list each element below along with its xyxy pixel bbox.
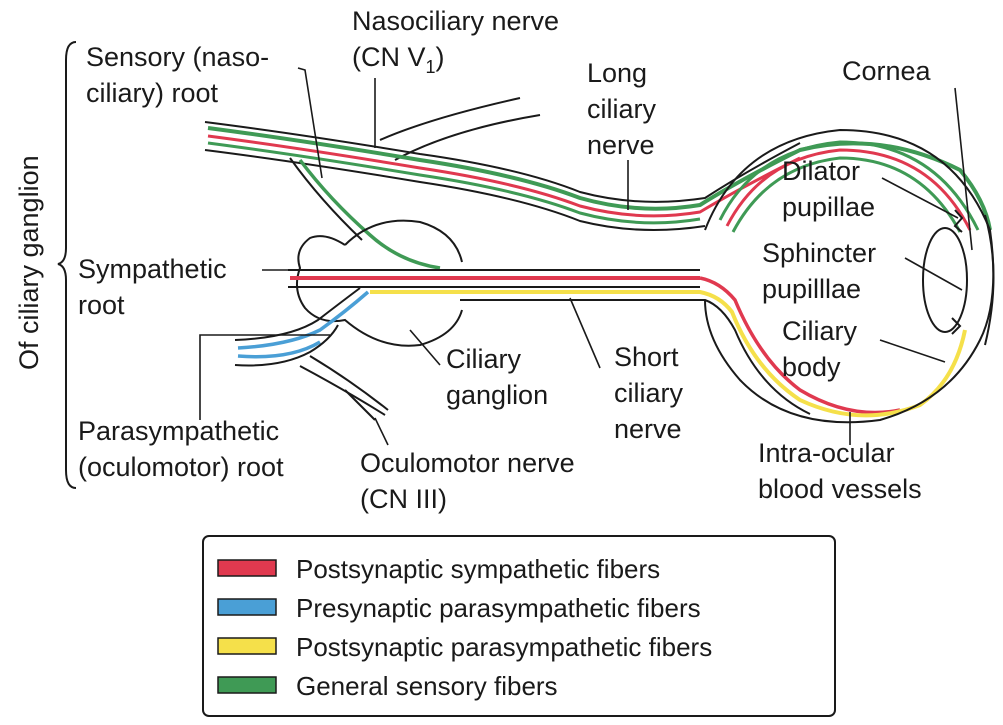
leader-ciliary-ganglion <box>410 330 440 365</box>
leader-ciliary-body <box>880 340 945 362</box>
leader-oculomotor <box>375 418 388 445</box>
label-sensory-root: Sensory (naso- <box>86 42 269 72</box>
leader-sphincter <box>905 258 962 290</box>
label-short-ciliary: ciliary <box>614 378 684 408</box>
nasociliary-nerve-outline <box>380 98 520 140</box>
label-nasociliary: Nasociliary nerve <box>352 6 559 36</box>
label-ciliary-ganglion: ganglion <box>446 380 548 410</box>
parasympathetic-root-bundle <box>238 292 368 357</box>
oculomotor-nerve-outline <box>310 356 388 410</box>
label-long-ciliary: nerve <box>587 130 655 160</box>
label-sympathetic-root: Sympathetic <box>78 254 227 284</box>
label-intraocular: Intra-ocular <box>758 438 895 468</box>
label-intraocular: blood vessels <box>758 474 922 504</box>
legend-swatch <box>218 638 276 654</box>
label-long-ciliary: ciliary <box>587 94 657 124</box>
label-parasympathetic-root: Parasympathetic <box>78 416 279 446</box>
legend-swatch <box>218 677 276 693</box>
label-sphincter: Sphincter <box>762 238 876 268</box>
label-sphincter: pupilllae <box>762 274 861 304</box>
leader-short-ciliary <box>570 298 600 368</box>
label-ciliary-ganglion: Ciliary <box>446 344 522 374</box>
legend-label: Presynaptic parasympathetic fibers <box>296 593 701 623</box>
label-oculomotor: (CN III) <box>360 484 447 514</box>
label-short-ciliary: nerve <box>614 414 682 444</box>
label-dilator: Dilator <box>782 156 860 186</box>
label-oculomotor: Oculomotor nerve <box>360 448 575 478</box>
label-cornea: Cornea <box>842 56 932 86</box>
label-sensory-root: ciliary) root <box>86 78 219 108</box>
label-parasympathetic-root: (oculomotor) root <box>78 452 284 482</box>
legend-label: Postsynaptic parasympathetic fibers <box>296 632 712 662</box>
oculomotor-nerve-outline <box>300 366 385 415</box>
side-bracket <box>58 42 76 488</box>
legend-label: General sensory fibers <box>296 671 558 701</box>
label-dilator: pupillae <box>782 192 875 222</box>
oculomotor-nerve-outline <box>235 325 338 365</box>
legend-swatch <box>218 560 276 576</box>
legend-swatch <box>218 599 276 615</box>
label-ciliary-body: body <box>782 352 841 382</box>
label-ciliary-body: Ciliary <box>782 316 858 346</box>
label-sympathetic-root: root <box>78 290 125 320</box>
label-nasociliary: (CN V1) <box>352 42 445 77</box>
long-ciliary-nerve-outline <box>205 150 705 230</box>
label-long-ciliary: Long <box>587 58 647 88</box>
legend: Postsynaptic sympathetic fibers Presynap… <box>203 536 835 716</box>
label-short-ciliary: Short <box>614 342 679 372</box>
side-bracket-label: Of ciliary ganglion <box>14 155 44 370</box>
legend-label: Postsynaptic sympathetic fibers <box>296 554 660 584</box>
pre-parasympathetic-fiber <box>238 292 368 348</box>
